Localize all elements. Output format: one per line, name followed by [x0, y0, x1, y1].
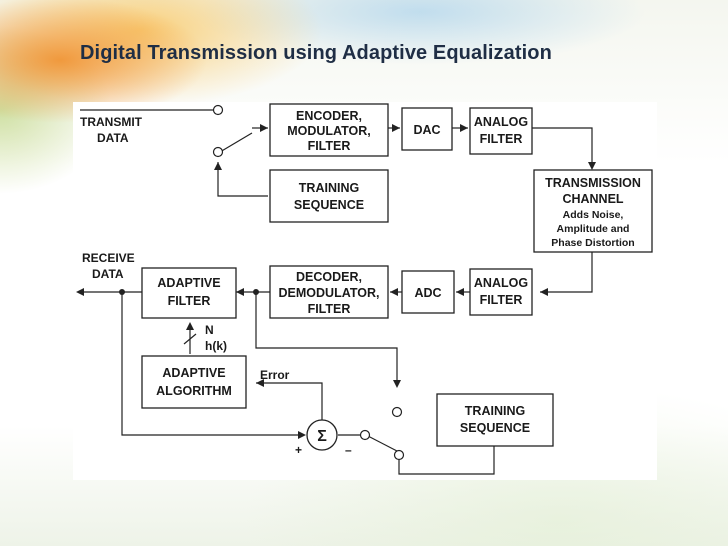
svg-text:Σ: Σ [317, 428, 327, 445]
adaptive-filter-block: ADAPTIVE FILTER [141, 267, 237, 319]
training-sequence-tx-block: TRAINING SEQUENCE [269, 169, 389, 223]
diagram-panel: ENCODER, MODULATOR, FILTER DAC ANALOG FI… [73, 102, 657, 480]
svg-text:DEMODULATOR,: DEMODULATOR, [279, 286, 380, 300]
receive-data-label: RECEIVE DATA [82, 251, 135, 281]
svg-text:RECEIVE: RECEIVE [82, 251, 135, 265]
svg-text:ADAPTIVE: ADAPTIVE [157, 276, 220, 290]
training-sequence-rx-block: TRAINING SEQUENCE [436, 393, 554, 447]
error-label: Error [260, 368, 290, 382]
encoder-block: ENCODER, MODULATOR, FILTER [269, 103, 389, 157]
summing-junction: Σ [306, 419, 338, 451]
svg-text:ANALOG: ANALOG [474, 276, 528, 290]
rx-switch-contact-top [391, 406, 403, 418]
svg-text:ANALOG: ANALOG [474, 115, 528, 129]
svg-text:ALGORITHM: ALGORITHM [156, 384, 232, 398]
svg-text:FILTER: FILTER [308, 302, 351, 316]
block-diagram: ENCODER, MODULATOR, FILTER DAC ANALOG FI… [76, 103, 653, 475]
dac-block: DAC [401, 107, 453, 151]
svg-text:DATA: DATA [97, 131, 129, 145]
svg-text:TRAINING: TRAINING [299, 181, 359, 195]
svg-text:ADC: ADC [414, 286, 441, 300]
svg-text:DAC: DAC [413, 123, 440, 137]
svg-text:TRAINING: TRAINING [465, 404, 525, 418]
svg-text:FILTER: FILTER [308, 139, 351, 153]
svg-text:Amplitude and: Amplitude and [557, 223, 630, 235]
rx-switch-contact-bottom [393, 449, 405, 461]
rx-switch-pivot [359, 429, 371, 441]
plus-sign: + [295, 443, 302, 457]
adc-block: ADC [401, 270, 455, 314]
svg-text:MODULATOR,: MODULATOR, [287, 124, 371, 138]
svg-text:ENCODER,: ENCODER, [296, 109, 362, 123]
tx-switch-contact-bottom [212, 146, 224, 158]
analog-filter-rx-block: ANALOG FILTER [469, 268, 533, 316]
coefficient-label: N h(k) [205, 323, 227, 353]
svg-text:FILTER: FILTER [480, 132, 523, 146]
svg-text:ADAPTIVE: ADAPTIVE [162, 366, 225, 380]
tx-switch-contact-top [212, 104, 224, 116]
svg-text:DECODER,: DECODER, [296, 270, 362, 284]
svg-text:FILTER: FILTER [480, 293, 523, 307]
svg-text:DATA: DATA [92, 267, 124, 281]
svg-text:SEQUENCE: SEQUENCE [294, 198, 364, 212]
svg-text:h(k): h(k) [205, 339, 227, 353]
svg-text:TRANSMIT: TRANSMIT [80, 115, 143, 129]
arrowheads [76, 124, 596, 439]
svg-text:Phase Distortion: Phase Distortion [551, 237, 634, 249]
svg-text:FILTER: FILTER [168, 294, 211, 308]
receive-data-junction [119, 289, 125, 295]
analog-filter-tx-block: ANALOG FILTER [469, 107, 533, 155]
svg-text:N: N [205, 323, 214, 337]
decoder-block: DECODER, DEMODULATOR, FILTER [269, 265, 389, 319]
svg-text:CHANNEL: CHANNEL [562, 192, 623, 206]
decoder-input-junction [253, 289, 259, 295]
adaptive-algorithm-block: ADAPTIVE ALGORITHM [141, 355, 247, 409]
svg-text:TRANSMISSION: TRANSMISSION [545, 176, 641, 190]
svg-text:SEQUENCE: SEQUENCE [460, 421, 530, 435]
transmit-data-label: TRANSMIT DATA [80, 115, 143, 145]
slide-title: Digital Transmission using Adaptive Equa… [80, 42, 552, 64]
minus-sign: – [345, 443, 352, 457]
transmission-channel-block: TRANSMISSION CHANNEL Adds Noise, Amplitu… [533, 169, 653, 253]
svg-text:Adds Noise,: Adds Noise, [563, 209, 624, 221]
